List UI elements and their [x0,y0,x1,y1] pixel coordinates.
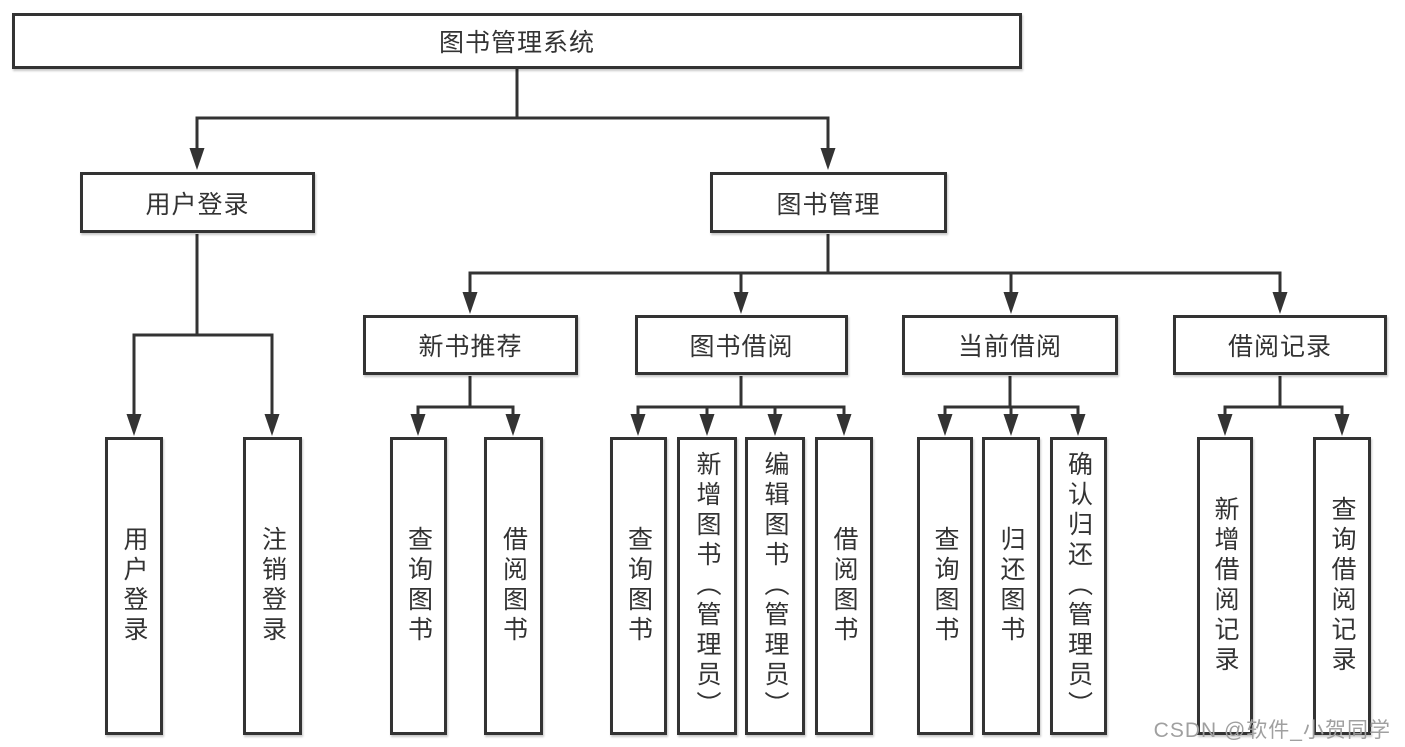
leaf-bb-add-books-admin: 新增图书（管理员） [677,437,737,735]
node-current-borrow: 当前借阅 [902,315,1118,375]
node-book-borrow-label: 图书借阅 [689,333,794,361]
node-current-borrow-label: 当前借阅 [957,333,1062,361]
node-user-login-label: 用户登录 [145,190,250,219]
leaf-bb-query-books: 查询图书 [610,437,667,735]
leaf-cb-confirm-return-admin-label: 确认归还（管理员） [1064,451,1093,721]
leaf-br-query-record: 查询借阅记录 [1313,437,1371,735]
leaf-nbr-query-books: 查询图书 [390,437,447,735]
node-root: 图书管理系统 [12,13,1022,69]
watermark: CSDN @软件_小贺同学 [1153,719,1391,742]
node-book-management: 图书管理 [710,172,947,233]
leaf-cb-return-books-label: 归还图书 [997,526,1025,646]
node-book-borrow: 图书借阅 [635,315,848,375]
leaf-user-login: 用户登录 [105,437,163,735]
leaf-logout: 注销登录 [243,437,302,735]
leaf-cb-confirm-return-admin: 确认归还（管理员） [1050,437,1107,735]
leaf-br-add-record-label: 新增借阅记录 [1211,496,1239,676]
leaf-bb-borrow-books-label: 借阅图书 [830,526,858,646]
node-borrow-records-label: 借阅记录 [1227,333,1332,361]
leaf-cb-return-books: 归还图书 [982,437,1040,735]
leaf-logout-label: 注销登录 [258,526,287,646]
node-book-management-label: 图书管理 [776,190,881,219]
leaf-cb-query-books: 查询图书 [917,437,973,735]
node-user-login: 用户登录 [80,172,315,233]
leaf-bb-edit-books-admin-label: 编辑图书（管理员） [761,451,789,721]
leaf-bb-edit-books-admin: 编辑图书（管理员） [745,437,805,735]
leaf-nbr-borrow-books: 借阅图书 [484,437,543,735]
leaf-bb-add-books-admin-label: 新增图书（管理员） [693,451,721,721]
leaf-user-login-label: 用户登录 [120,526,148,646]
node-new-book-recommend-label: 新书推荐 [418,333,523,361]
leaf-br-query-record-label: 查询借阅记录 [1328,496,1356,676]
leaf-nbr-borrow-books-label: 借阅图书 [499,526,528,646]
connector-arrowheads [126,148,1350,436]
leaf-cb-query-books-label: 查询图书 [931,526,959,646]
leaf-bb-borrow-books: 借阅图书 [815,437,873,735]
node-new-book-recommend: 新书推荐 [363,315,578,375]
leaf-br-add-record: 新增借阅记录 [1197,437,1253,735]
leaf-bb-query-books-label: 查询图书 [624,526,653,646]
node-root-label: 图书管理系统 [438,29,595,57]
node-borrow-records: 借阅记录 [1173,315,1387,375]
leaf-nbr-query-books-label: 查询图书 [404,526,433,646]
